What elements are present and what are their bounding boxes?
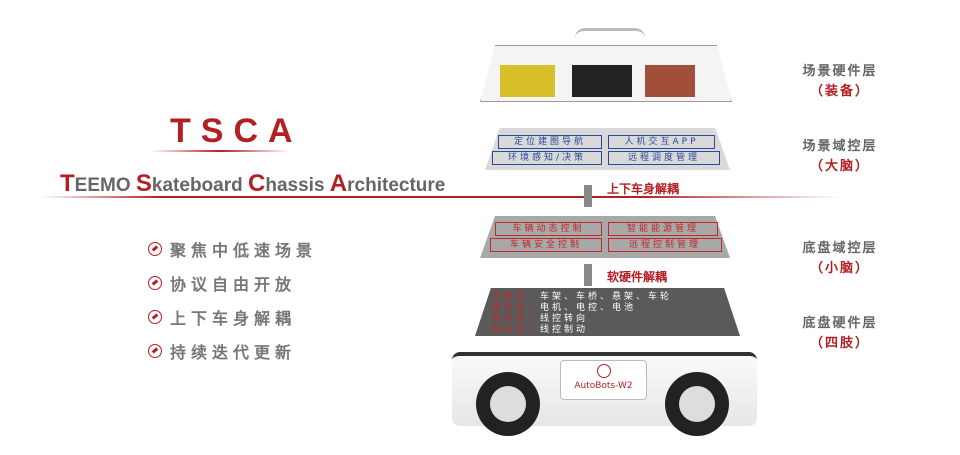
bullet-icon — [148, 276, 162, 290]
bullet-item: 持续迭代更新 — [148, 339, 296, 363]
bullet-item: 上下车身解耦 — [148, 305, 296, 329]
autobots-logo-icon — [596, 364, 611, 378]
scene-domain-module: 定位建图导航 — [498, 135, 602, 149]
decouple-label: 软硬件解耦 — [607, 270, 668, 284]
cargo-box-icon — [645, 65, 695, 97]
divider-line — [40, 196, 840, 198]
decouple-label: 上下车身解耦 — [607, 182, 680, 196]
layer-label: 场景域控层（大脑） — [802, 139, 878, 174]
robot-arm-icon — [575, 28, 645, 61]
up-down-arrow-icon — [584, 264, 592, 286]
front-wheel-icon — [476, 372, 540, 436]
rear-wheel-icon — [665, 372, 729, 436]
bullet-icon — [148, 310, 162, 324]
yellow-equipment-icon — [500, 65, 555, 97]
layer-label: 底盘硬件层（四肢） — [802, 316, 878, 351]
scene-domain-module: 环境感知/决策 — [492, 151, 602, 165]
tsca-title: TSCA — [170, 112, 303, 150]
architecture-full-name: TEEMO Skateboard Chassis Architecture — [60, 170, 446, 197]
chassis-domain-module: 车辆动态控制 — [495, 222, 602, 236]
chassis-domain-module: 智能能源管理 — [608, 222, 718, 236]
chassis-domain-module: 车辆安全控制 — [490, 238, 602, 252]
layer-label: 底盘域控层（小脑） — [802, 241, 878, 276]
bullet-item: 聚焦中低速场景 — [148, 237, 317, 261]
title-underline — [150, 150, 290, 152]
scene-domain-module: 远程调度管理 — [608, 151, 720, 165]
bullet-icon — [148, 242, 162, 256]
vehicle-label-plate: AutoBots-W2 — [560, 360, 647, 400]
vehicle-model-name: AutoBots-W2 — [574, 381, 633, 391]
bullet-item: 协议自由开放 — [148, 271, 296, 295]
up-down-arrow-icon — [584, 185, 592, 207]
layer-label: 场景硬件层（装备） — [802, 64, 878, 99]
bullet-icon — [148, 344, 162, 358]
vending-machine-icon — [572, 65, 632, 97]
chassis-hardware-plane — [475, 288, 740, 336]
scene-domain-module: 人机交互APP — [608, 135, 715, 149]
chassis-domain-module: 远程控制管理 — [608, 238, 722, 252]
chassis-hardware-list: 行驶系：车架、车桥、悬架、车轮 驱动系：电机、电控、电池 转向系：线控转向 制动… — [492, 292, 673, 335]
